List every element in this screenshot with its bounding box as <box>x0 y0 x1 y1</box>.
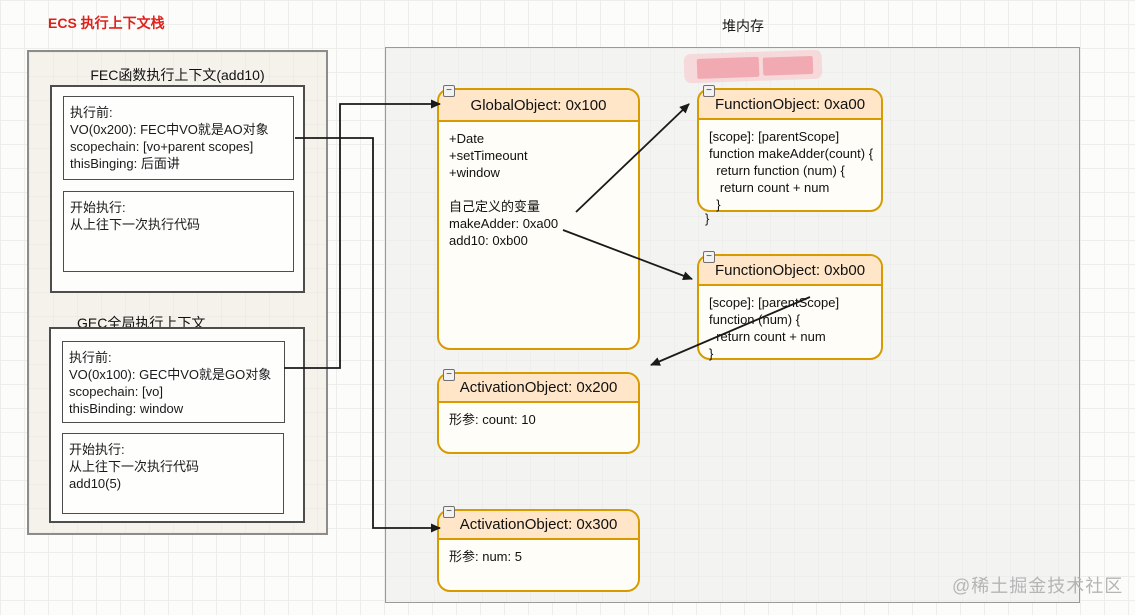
function-a00-header: − FunctionObject: 0xa00 <box>699 85 881 120</box>
heap-object-activation-0x300[interactable]: − ActivationObject: 0x300 形参: num: 5 <box>437 506 640 592</box>
pink-marker-smudge-right <box>762 55 814 76</box>
function-b00-title: FunctionObject: 0xb00 <box>714 261 866 279</box>
function-b00-body: [scope]: [parentScope]function (num) { r… <box>709 295 840 361</box>
activation-300-body: 形参: num: 5 <box>449 549 522 564</box>
heap-object-activation-0x200[interactable]: − ActivationObject: 0x200 形参: count: 10 <box>437 369 640 454</box>
fec-exec-box[interactable]: 开始执行:从上往下一次执行代码 <box>63 191 294 272</box>
activation-200-header: − ActivationObject: 0x200 <box>439 369 638 403</box>
collapse-icon[interactable]: − <box>443 369 455 381</box>
collapse-icon[interactable]: − <box>703 85 715 97</box>
pink-marker-smudge-left <box>696 56 760 79</box>
function-a00-title: FunctionObject: 0xa00 <box>714 95 866 113</box>
collapse-icon[interactable]: − <box>703 251 715 263</box>
heap-object-function-0xb00[interactable]: − FunctionObject: 0xb00 [scope]: [parent… <box>697 251 883 361</box>
heap-memory-title: 堆内存 <box>722 18 764 34</box>
function-b00-header: − FunctionObject: 0xb00 <box>699 251 881 286</box>
collapse-icon[interactable]: − <box>443 85 455 97</box>
fec-context-title: FEC函数执行上下文(add10) <box>90 67 265 83</box>
global-object-header: − GlobalObject: 0x100 <box>439 85 638 122</box>
function-a00-body: [scope]: [parentScope]function makeAdder… <box>709 129 874 212</box>
collapse-icon[interactable]: − <box>443 506 455 518</box>
global-object-title: GlobalObject: 0x100 <box>470 96 607 114</box>
juejin-watermark: @稀土掘金技术社区 <box>952 576 1124 596</box>
heap-object-global-0x100[interactable]: − GlobalObject: 0x100 +Date+setTimeount+… <box>437 85 640 350</box>
activation-200-body: 形参: count: 10 <box>449 412 536 427</box>
pink-marker-smudge <box>683 49 823 84</box>
activation-300-header: − ActivationObject: 0x300 <box>439 506 638 540</box>
ecs-stack-container[interactable]: FEC函数执行上下文(add10) 执行前:VO(0x200): FEC中VO就… <box>27 50 328 535</box>
activation-200-title: ActivationObject: 0x200 <box>459 379 618 396</box>
activation-300-title: ActivationObject: 0x300 <box>459 516 618 533</box>
function-a00-closing-brace: } <box>705 211 710 226</box>
ecs-stack-title: ECS 执行上下文栈 <box>48 15 165 31</box>
heap-object-function-0xa00[interactable]: − FunctionObject: 0xa00 [scope]: [parent… <box>697 85 883 226</box>
